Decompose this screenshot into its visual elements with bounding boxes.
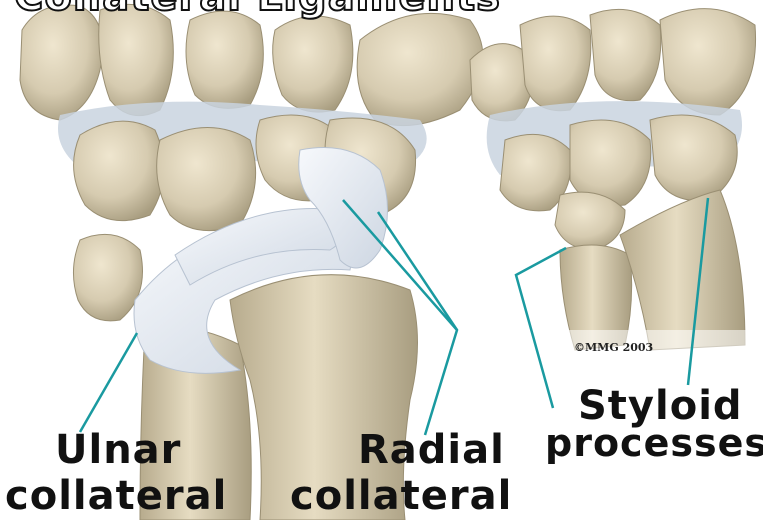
radius-bone [620, 190, 745, 350]
carpal-bone [650, 115, 737, 201]
pisiform-bone [73, 234, 142, 320]
diagram-title: Collateral Ligaments [14, 0, 501, 20]
metacarpal-bone [520, 16, 591, 111]
right-wrist-view [470, 9, 763, 370]
styloid-label-line2: processes [545, 424, 763, 462]
metacarpal-bone [273, 16, 353, 112]
radial-label-line2: collateral [290, 476, 512, 516]
metacarpal-bone [99, 4, 174, 115]
styloid-label-line1: Styloid [578, 386, 743, 426]
metacarpal-bone [20, 5, 103, 120]
ulnar-label-line2: collateral [5, 476, 227, 516]
metacarpal-bone [660, 9, 756, 115]
carpal-bone [157, 128, 256, 231]
ulnar-leader-line [80, 333, 137, 432]
carpal-bone [74, 121, 164, 221]
metacarpal-bone [186, 11, 263, 108]
copyright-notice: ©MMG 2003 [574, 341, 653, 354]
radial-label-line1: Radial [358, 430, 505, 470]
metacarpal-bone [590, 9, 661, 100]
metacarpal-bone [357, 13, 483, 125]
styloid-leader-line-1 [516, 248, 566, 408]
ulnar-label-line1: Ulnar [55, 430, 181, 470]
